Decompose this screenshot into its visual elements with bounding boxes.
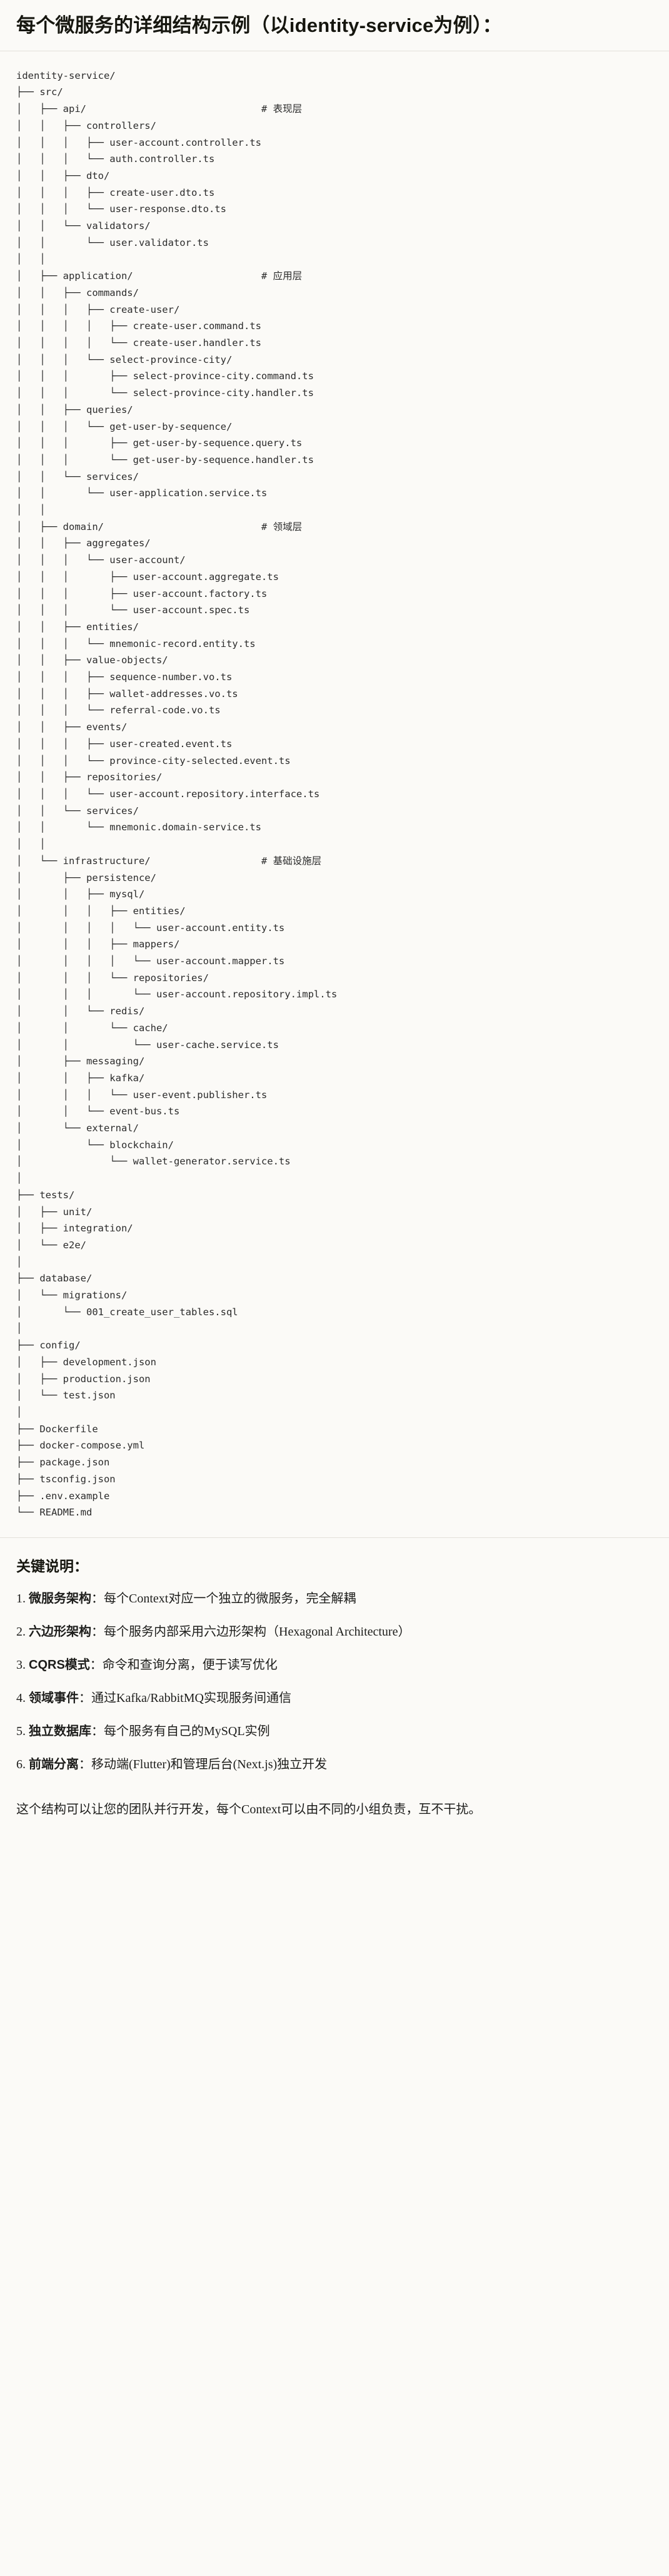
key-note-separator: ： (91, 1591, 104, 1606)
key-note-label: 独立数据库 (29, 1724, 91, 1738)
key-note-number: 4. (16, 1691, 26, 1705)
closing-section: 这个结构可以让您的团队并行开发，每个Context可以由不同的小组负责，互不干扰… (0, 1795, 669, 1833)
key-note-label: 六边形架构 (29, 1624, 91, 1639)
document-page: 每个微服务的详细结构示例（以identity-service为例）： ident… (0, 0, 669, 1833)
key-note-item: 3. CQRS模式：命令和查询分离，便于读写优化 (16, 1656, 653, 1675)
key-note-text: 通过Kafka/RabbitMQ实现服务间通信 (91, 1691, 291, 1705)
key-note-item: 4. 领域事件：通过Kafka/RabbitMQ实现服务间通信 (16, 1689, 653, 1708)
directory-tree: identity-service/ ├── src/ │ ├── api/ # … (16, 69, 338, 1519)
key-note-separator: ： (79, 1757, 91, 1771)
key-note-item: 6. 前端分离：移动端(Flutter)和管理后台(Next.js)独立开发 (16, 1755, 653, 1774)
key-note-separator: ： (79, 1691, 91, 1705)
key-note-text: 移动端(Flutter)和管理后台(Next.js)独立开发 (91, 1757, 328, 1771)
key-note-separator: ： (89, 1657, 103, 1672)
key-note-item: 5. 独立数据库：每个服务有自己的MySQL实例 (16, 1722, 653, 1741)
key-note-label: 前端分离 (29, 1757, 79, 1771)
closing-text: 这个结构可以让您的团队并行开发，每个Context可以由不同的小组负责，互不干扰… (16, 1802, 481, 1816)
key-note-label: 领域事件 (29, 1691, 79, 1705)
key-notes-heading: 关键说明： (16, 1557, 88, 1574)
key-note-separator: ： (91, 1624, 104, 1639)
key-note-number: 2. (16, 1624, 26, 1639)
key-note-number: 6. (16, 1757, 26, 1771)
key-note-label: CQRS模式 (29, 1657, 90, 1672)
key-note-text: 每个服务有自己的MySQL实例 (104, 1724, 270, 1738)
key-note-item: 2. 六边形架构：每个服务内部采用六边形架构（Hexagonal Archite… (16, 1622, 653, 1642)
key-note-text: 命令和查询分离，便于读写优化 (102, 1657, 278, 1672)
key-note-number: 3. (16, 1657, 26, 1672)
page-title: 每个微服务的详细结构示例（以identity-service为例）： (16, 14, 502, 36)
directory-tree-section: identity-service/ ├── src/ │ ├── api/ # … (0, 51, 669, 1537)
key-note-number: 1. (16, 1591, 26, 1606)
key-note-text: 每个Context对应一个独立的微服务，完全解耦 (104, 1591, 356, 1606)
key-note-text: 每个服务内部采用六边形架构（Hexagonal Architecture） (104, 1624, 411, 1639)
key-note-number: 5. (16, 1724, 26, 1738)
key-note-separator: ： (91, 1724, 104, 1738)
key-note-item: 1. 微服务架构：每个Context对应一个独立的微服务，完全解耦 (16, 1589, 653, 1609)
key-note-label: 微服务架构 (29, 1591, 91, 1606)
title-section: 每个微服务的详细结构示例（以identity-service为例）： (0, 0, 669, 51)
